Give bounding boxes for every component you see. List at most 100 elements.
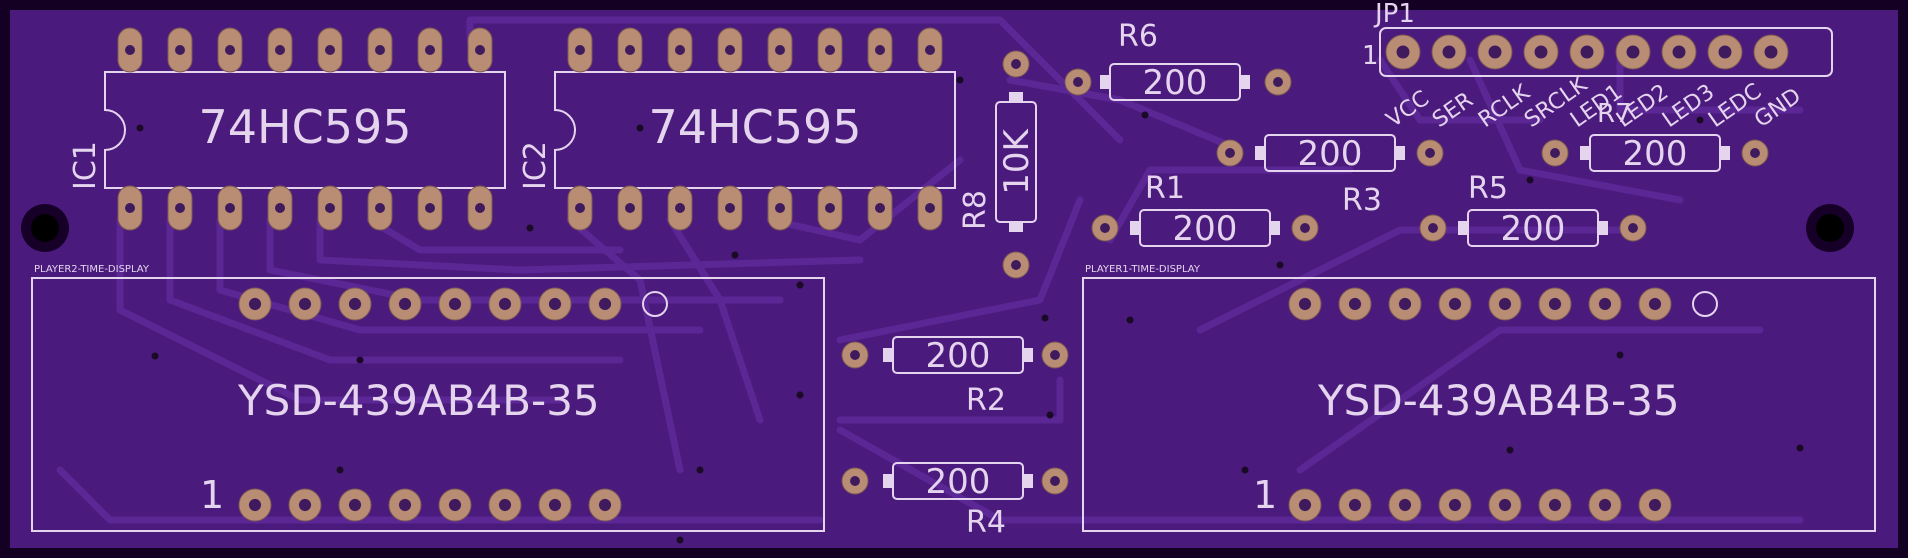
resistor-pad — [1041, 467, 1069, 495]
ic1-pad-top — [467, 27, 493, 73]
jp1-pad — [1707, 34, 1743, 70]
jp1-pad — [1661, 34, 1697, 70]
display-right-pad-top — [1388, 287, 1422, 321]
display-right-pad-top — [1638, 287, 1672, 321]
display-left-pad-top — [588, 287, 622, 321]
ic1-pad-bottom — [317, 185, 343, 231]
r4-ref: R4 — [966, 505, 1006, 540]
display-left-part: YSD-439AB4B-35 — [237, 376, 600, 425]
display-right-pad-bottom — [1588, 488, 1622, 522]
jp1-ref: JP1 — [1373, 0, 1415, 29]
display-right-part: YSD-439AB4B-35 — [1317, 376, 1680, 425]
ic1-pad-top — [267, 27, 293, 73]
resistor-r3: 200 R3 — [1255, 134, 1405, 218]
r7-value: 200 — [1623, 134, 1688, 174]
ic2-pad-bottom — [767, 185, 793, 231]
display-right-pad-bottom — [1538, 488, 1572, 522]
r3-ref: R3 — [1342, 183, 1382, 218]
ic-pads — [117, 27, 943, 231]
display-left-pad-top — [288, 287, 322, 321]
display-left-pad-top — [338, 287, 372, 321]
display-right-pad-top — [1438, 287, 1472, 321]
display-right-label: PLAYER1-TIME-DISPLAY — [1085, 264, 1201, 275]
resistor-pad — [841, 341, 869, 369]
display-right-pad-bottom — [1438, 488, 1472, 522]
display-player2: PLAYER2-TIME-DISPLAY YSD-439AB4B-35 1 — [31, 264, 825, 532]
display-right-pad-bottom — [1488, 488, 1522, 522]
resistor-r6: 200 R6 — [1100, 19, 1250, 103]
ic1-pad-bottom — [167, 185, 193, 231]
ic2-pad-top — [667, 27, 693, 73]
ic1-pad-top — [367, 27, 393, 73]
ic2-pad-top — [567, 27, 593, 73]
display-left-pad-top — [538, 287, 572, 321]
display-right-pin1: 1 — [1253, 473, 1277, 517]
ic2-pad-bottom — [917, 185, 943, 231]
r8-ref: R8 — [958, 190, 993, 230]
display-right-pad-top — [1288, 287, 1322, 321]
ic1-ref: IC1 — [68, 141, 103, 190]
resistor-pad — [1419, 214, 1447, 242]
display-right-pad-bottom — [1288, 488, 1322, 522]
ic2-pad-top — [817, 27, 843, 73]
r6-ref: R6 — [1118, 19, 1158, 54]
r6-value: 200 — [1143, 63, 1208, 103]
r2-ref: R2 — [966, 383, 1006, 418]
display-right-pin-marker — [1692, 291, 1718, 317]
ic2-pad-bottom — [717, 185, 743, 231]
jp1-pad — [1523, 34, 1559, 70]
ic1-pad-top — [117, 27, 143, 73]
ic2-ref: IC2 — [518, 141, 553, 190]
ic2-pad-top — [617, 27, 643, 73]
ic2-pad-bottom — [617, 185, 643, 231]
ic2-pad-top — [867, 27, 893, 73]
resistor-r4: 200 R4 — [883, 462, 1033, 540]
ic1-value: 74HC595 — [198, 100, 411, 154]
ic1-pad-top — [167, 27, 193, 73]
ic2-pad-bottom — [567, 185, 593, 231]
resistor-r2: 200 R2 — [883, 336, 1033, 418]
display-left-pad-bottom — [438, 488, 472, 522]
r5-value: 200 — [1501, 209, 1566, 249]
resistor-pad — [1619, 214, 1647, 242]
r7-ref: R7 — [1597, 99, 1632, 129]
display-left-pad-bottom — [488, 488, 522, 522]
resistor-pad — [1064, 68, 1092, 96]
ic2-pad-top — [717, 27, 743, 73]
resistor-pad — [1041, 341, 1069, 369]
resistor-r5: 200 R5 — [1458, 171, 1608, 249]
r4-value: 200 — [926, 462, 991, 502]
jp1-pad — [1569, 34, 1605, 70]
resistor-pad — [1091, 214, 1119, 242]
display-left-pad-bottom — [588, 488, 622, 522]
display-left-pin1: 1 — [200, 473, 224, 517]
resistor-pad — [1291, 214, 1319, 242]
r1-value: 200 — [1173, 209, 1238, 249]
ic1-pad-bottom — [117, 185, 143, 231]
display-left-pad-bottom — [288, 488, 322, 522]
ic2-shift-register: 74HC595 IC2 — [518, 71, 956, 190]
ic2-pad-bottom — [867, 185, 893, 231]
ic1-pad-top — [217, 27, 243, 73]
ic1-pad-bottom — [217, 185, 243, 231]
display-right-pad-top — [1538, 287, 1572, 321]
display-left-label: PLAYER2-TIME-DISPLAY — [34, 264, 150, 275]
resistor-pad — [1002, 50, 1030, 78]
ic2-pad-top — [917, 27, 943, 73]
display-left-pad-top — [238, 287, 272, 321]
ic1-pad-top — [417, 27, 443, 73]
ic1-shift-register: 74HC595 IC1 — [68, 71, 506, 190]
resistor-r1: 200 R1 — [1130, 171, 1280, 249]
jp1-pad — [1477, 34, 1513, 70]
jp1-pad — [1615, 34, 1651, 70]
jp1-pads — [1385, 34, 1789, 70]
resistor-pad — [841, 467, 869, 495]
display-right-pad-bottom — [1638, 488, 1672, 522]
ic1-pad-bottom — [417, 185, 443, 231]
ic2-pad-bottom — [667, 185, 693, 231]
resistor-pad — [1264, 68, 1292, 96]
jp1-pad — [1385, 34, 1421, 70]
r2-value: 200 — [926, 336, 991, 376]
vias — [136, 76, 1804, 544]
